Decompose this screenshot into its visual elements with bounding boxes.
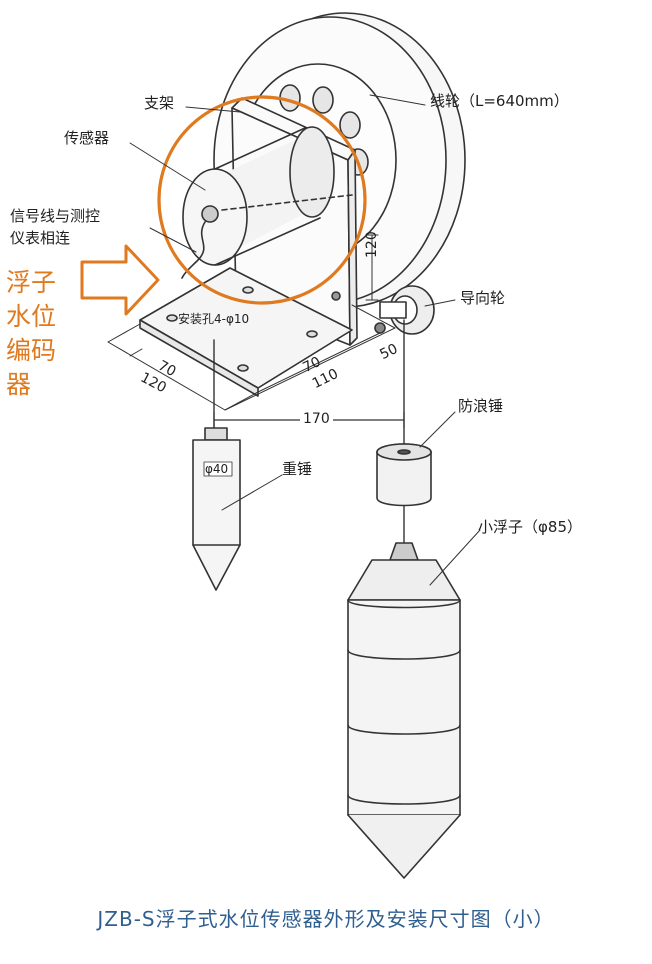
pointer-arrow xyxy=(80,244,160,316)
label-signal-line-1: 信号线与测控 xyxy=(10,207,101,225)
annotation-line-3: 编码 xyxy=(6,336,57,365)
label-float: 小浮子（φ85） xyxy=(478,518,582,536)
label-weight: 重锤 xyxy=(282,460,313,478)
annotation-line-4: 器 xyxy=(6,370,32,399)
label-guide-wheel: 导向轮 xyxy=(460,289,506,307)
float-body xyxy=(347,542,461,879)
base-dimension-lines xyxy=(107,304,396,411)
dim-120-vertical: 120 xyxy=(364,231,380,258)
annotation-float-encoder: 浮子 水位 编码 器 xyxy=(6,266,56,402)
label-sensor: 传感器 xyxy=(64,129,110,147)
counterweight xyxy=(192,427,241,591)
label-wave-hammer: 防浪锤 xyxy=(458,397,504,415)
label-signal-line-2: 仪表相连 xyxy=(10,229,71,247)
dim-170: 170 xyxy=(300,412,333,426)
label-weight-diameter: φ40 xyxy=(205,462,229,476)
figure-caption: JZB-S浮子式水位传感器外形及安装尺寸图（小） xyxy=(97,907,555,931)
annotation-line-1: 浮子 xyxy=(6,268,57,297)
sensor-body xyxy=(181,126,353,279)
wave-hammer-body xyxy=(376,443,432,507)
label-pulley: 线轮（L=640mm） xyxy=(430,92,569,110)
label-bracket: 支架 xyxy=(144,94,175,112)
leader-lines xyxy=(129,94,481,586)
annotation-line-2: 水位 xyxy=(6,302,57,331)
label-mount-holes: 安装孔4-φ10 xyxy=(178,312,250,326)
guide-wheel xyxy=(379,285,435,335)
highlight-circle xyxy=(157,95,367,305)
